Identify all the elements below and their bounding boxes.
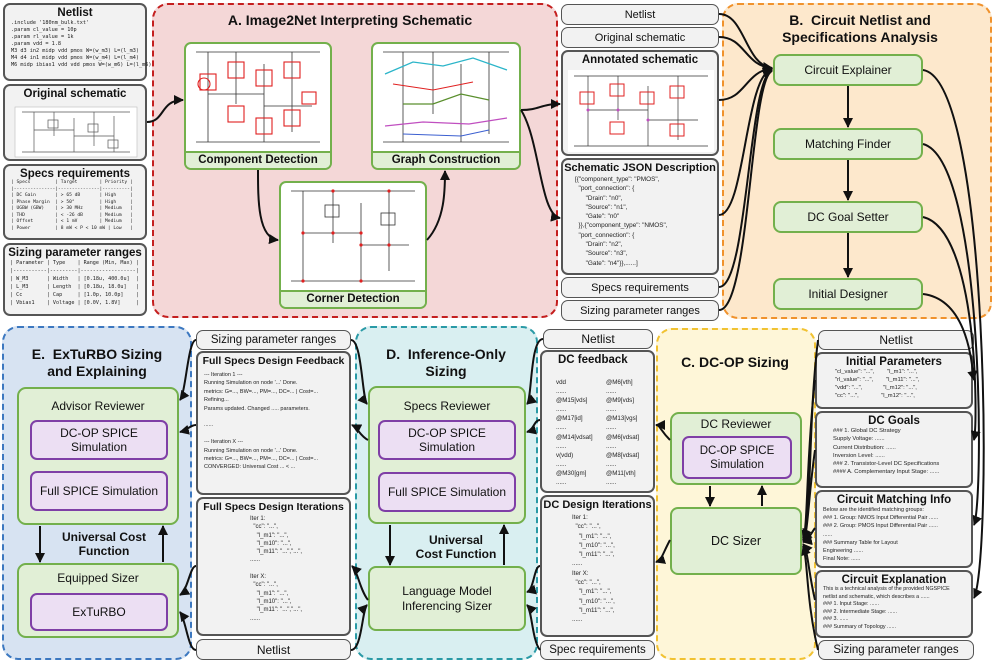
specs-reviewer-title: Specs Reviewer — [403, 399, 491, 413]
dc-op-spice-box-c: DC-OP SPICE Simulation — [682, 436, 792, 479]
circuit-matching-text: Below are the identified matching groups… — [823, 507, 939, 563]
equipped-sizer-container: Equipped Sizer ExTuRBO — [17, 563, 179, 638]
initial-designer-box: Initial Designer — [773, 278, 923, 310]
original-schematic-card-title: Original schematic — [23, 88, 127, 100]
dc-goal-setter-box: DC Goal Setter — [773, 201, 923, 233]
right-netlist-pill: Netlist — [818, 330, 974, 350]
corner-detection-panel: Corner Detection — [279, 181, 427, 309]
circuit-matching-title: Circuit Matching Info — [836, 494, 952, 506]
exturbo-box: ExTuRBO — [30, 593, 168, 631]
initial-parameters-card: Initial Parameters "cl_value": "...", "l… — [815, 352, 973, 409]
schematic-json-card: Schematic JSON Description [{"component_… — [561, 158, 719, 275]
dc-netlist-pill: Netlist — [543, 329, 653, 349]
initial-parameters-text: "cl_value": "...", "l_m1": "...", "rl_va… — [835, 369, 920, 399]
netlist-card-title: Netlist — [57, 7, 93, 19]
dc-sizer-box: DC Sizer — [670, 507, 802, 575]
component-detection-schematic — [196, 51, 320, 143]
schematic-thumbnail — [14, 106, 138, 158]
dc-reviewer-container: DC Reviewer DC-OP SPICE Simulation — [670, 412, 802, 485]
circuit-explainer-box: Circuit Explainer — [773, 54, 923, 86]
circuit-explanation-card: Circuit Explanation This is a technical … — [815, 570, 973, 638]
corner-detection-label: Corner Detection — [281, 290, 425, 307]
region-b-netlist-analysis — [722, 3, 992, 319]
region-c-title: C. DC-OP Sizing — [681, 354, 789, 370]
matching-finder-box: Matching Finder — [773, 128, 923, 160]
netlist-card-text: .include '180nm_bulk.txt' .param cl_valu… — [11, 20, 152, 68]
schematic-json-text: [{"component_type": "PMOS", "port_connec… — [575, 176, 668, 267]
dc-op-spice-box-d: DC-OP SPICE Simulation — [378, 420, 516, 460]
mid-original-schematic-pill: Original schematic — [561, 27, 719, 48]
netlist-card: Netlist .include '180nm_bulk.txt' .param… — [3, 3, 152, 81]
specs-card-table: | Specs | Target | Priority | |---------… — [11, 180, 133, 231]
specs-requirements-card: Specs requirements | Specs | Target | Pr… — [3, 164, 147, 240]
dc-feedback-card: DC feedback vdd ...... @M15[vds] ...... … — [540, 350, 655, 493]
circuit-explanation-title: Circuit Explanation — [841, 574, 947, 586]
graph-construction-panel: Graph Construction — [371, 42, 521, 170]
dc-iterations-card: DC Design Iterations Iter 1: "cc": "..."… — [540, 495, 655, 637]
dc-spec-requirements-pill: Spec requirements — [540, 640, 655, 660]
graph-construction-schematic — [383, 51, 509, 143]
equipped-sizer-title: Equipped Sizer — [57, 571, 139, 585]
dc-iterations-text: Iter 1: "cc": "...", "l_m1": "...", "l_m… — [572, 514, 615, 624]
component-detection-label: Component Detection — [186, 151, 330, 168]
schematic-json-title: Schematic JSON Description — [564, 162, 716, 174]
annotated-schematic-title: Annotated schematic — [581, 54, 699, 66]
universal-cost-function-e: Universal Cost Function — [61, 530, 147, 558]
advisor-reviewer-title: Advisor Reviewer — [51, 399, 145, 413]
region-b-title: B. Circuit Netlist and Specifications An… — [782, 12, 938, 45]
fb-netlist-pill: Netlist — [196, 639, 351, 660]
full-specs-feedback-card: Full Specs Design Feedback --- Iteration… — [196, 351, 351, 495]
full-spice-box-d: Full SPICE Simulation — [378, 472, 516, 512]
right-sizing-pill: Sizing parameter ranges — [818, 640, 974, 660]
mid-sizing-pill: Sizing parameter ranges — [561, 300, 719, 321]
full-spice-box-e: Full SPICE Simulation — [30, 471, 168, 511]
full-specs-iterations-text: Iter 1: "cc": "...", "l_m1": "...", "l_m… — [250, 516, 303, 622]
lm-inferencing-sizer-box: Language Model Inferencing Sizer — [368, 566, 526, 631]
mid-specs-pill: Specs requirements — [561, 277, 719, 298]
full-specs-feedback-title: Full Specs Design Feedback — [202, 355, 345, 367]
dc-feedback-left: vdd ...... @M15[vds] ...... @M17[id] ...… — [556, 379, 593, 487]
original-schematic-card: Original schematic — [3, 84, 147, 161]
fb-sizing-pill: Sizing parameter ranges — [196, 330, 351, 350]
dc-op-spice-box-e: DC-OP SPICE Simulation — [30, 420, 168, 460]
full-specs-iterations-title: Full Specs Design Iterations — [203, 501, 344, 513]
region-d-title: D. Inference-Only Sizing — [386, 346, 506, 379]
annotated-schematic-card: Annotated schematic — [561, 50, 719, 156]
dc-goals-card: DC Goals ### 1. Global DC Strategy Suppl… — [815, 411, 973, 488]
advisor-reviewer-container: Advisor Reviewer DC-OP SPICE Simulation … — [17, 387, 179, 525]
region-a-title: A. Image2Net Interpreting Schematic — [227, 12, 473, 28]
dc-iterations-title: DC Design Iterations — [543, 499, 652, 511]
full-specs-iterations-card: Full Specs Design Iterations Iter 1: "cc… — [196, 497, 351, 636]
dc-reviewer-title: DC Reviewer — [700, 417, 772, 431]
mid-netlist-pill: Netlist — [561, 4, 719, 25]
sizing-ranges-card: Sizing parameter ranges | Parameter | Ty… — [3, 243, 147, 316]
annotated-schematic-image — [568, 70, 714, 152]
initial-parameters-title: Initial Parameters — [846, 356, 942, 368]
circuit-matching-card: Circuit Matching Info Below are the iden… — [815, 490, 973, 568]
specs-card-title: Specs requirements — [20, 168, 130, 180]
corner-detection-schematic — [291, 189, 415, 283]
specs-reviewer-container: Specs Reviewer DC-OP SPICE Simulation Fu… — [368, 386, 526, 524]
graph-construction-label: Graph Construction — [373, 151, 519, 168]
region-c-dc-op-sizing — [656, 328, 816, 660]
full-specs-feedback-text: --- Iteration 1 --- Running Simulation o… — [204, 372, 319, 471]
component-detection-panel: Component Detection — [184, 42, 332, 170]
dc-feedback-title: DC feedback — [558, 354, 628, 366]
dc-goals-title: DC Goals — [868, 415, 920, 427]
circuit-explanation-text: This is a technical analysis of the prov… — [823, 586, 950, 630]
dc-goals-text: ### 1. Global DC Strategy Supply Voltage… — [833, 428, 940, 476]
region-e-title: E. ExTuRBO Sizing and Explaining — [31, 346, 163, 379]
dc-feedback-right: @M6[vth] ...... @M9[vds] ...... @M13[vgs… — [606, 379, 640, 487]
sizing-card-table: | Parameter | Type | Range (Min, Max) | … — [10, 260, 139, 306]
universal-cost-function-d: Universal Cost Function — [415, 533, 497, 561]
sizing-card-title: Sizing parameter ranges — [8, 247, 142, 259]
